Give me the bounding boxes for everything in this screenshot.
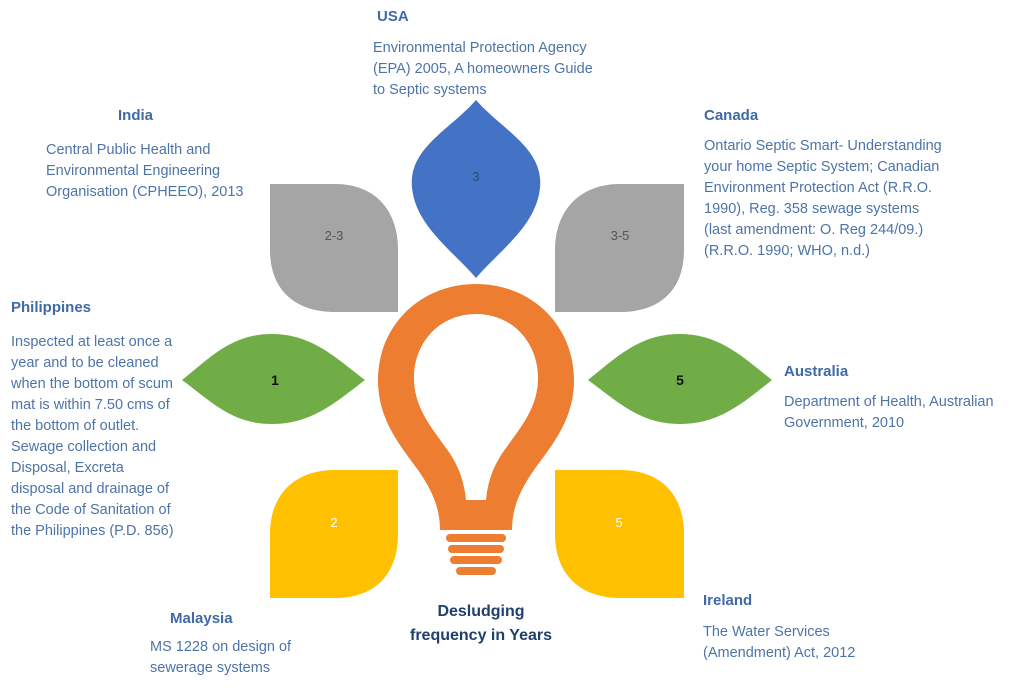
petal-india (270, 184, 398, 312)
petal-canada-value: 3-5 (611, 228, 630, 243)
petal-ireland (555, 470, 684, 598)
country-canada: Canada (704, 107, 759, 124)
country-australia: Australia (784, 363, 849, 380)
source-usa: Environmental Protection Agency (EPA) 20… (373, 40, 593, 98)
country-usa: USA (377, 8, 409, 25)
petal-australia-value: 5 (676, 372, 684, 388)
country-philippines: Philippines (11, 299, 92, 316)
country-ireland: Ireland (703, 592, 753, 609)
lightbulb-icon (378, 284, 574, 575)
petal-india-value: 2-3 (325, 228, 344, 243)
petal-philippines-value: 1 (271, 372, 279, 388)
petal-canada (555, 184, 684, 312)
source-malaysia: MS 1228 on design of sewerage systems (150, 639, 292, 676)
petal-malaysia-value: 2 (330, 515, 337, 530)
country-india: India (118, 107, 154, 124)
source-philippines: Inspected at least once a year and to be… (11, 334, 174, 539)
country-malaysia: Malaysia (170, 610, 233, 627)
petal-usa (411, 100, 541, 278)
center-title: Desludging frequency in Years (410, 603, 552, 644)
petal-usa-value: 3 (472, 169, 479, 184)
petal-philippines (182, 334, 365, 424)
petal-australia (588, 334, 772, 424)
source-ireland: The Water Services (Amendment) Act, 2012 (703, 624, 856, 661)
petal-malaysia (270, 470, 398, 598)
source-australia: Department of Health, Australian Governm… (784, 394, 994, 431)
source-india: Central Public Health and Environmental … (46, 142, 244, 200)
source-canada: Ontario Septic Smart- Understanding your… (704, 138, 942, 259)
petal-ireland-value: 5 (615, 515, 622, 530)
